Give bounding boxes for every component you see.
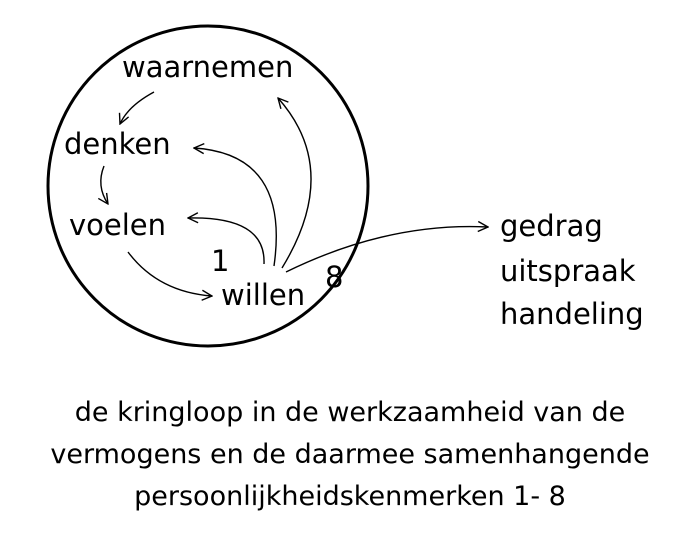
node-denken: denken [64,127,171,161]
label-1: 1 [211,244,229,278]
caption: de kringloop in de werkzaamheid van de v… [0,392,700,518]
arrow-willen-to-voelen [188,218,265,265]
node-waarnemen: waarnemen [122,50,293,84]
arrow-willen-to-gedrag [285,227,488,273]
caption-line-2: vermogens en de daarmee samenhangende [50,439,650,470]
cycle-circle [46,24,370,348]
arrow-voelen-to-willen [127,251,212,296]
node-voelen: voelen [69,208,166,242]
output-gedrag: gedrag [500,209,603,243]
label-8: 8 [325,260,343,294]
arrow-denken-to-voelen [101,165,108,204]
output-handeling: handeling [500,297,644,331]
arrow-willen-to-denken [194,148,277,267]
node-willen: willen [221,278,305,312]
output-uitspraak: uitspraak [500,254,636,288]
caption-line-1: de kringloop in de werkzaamheid van de [74,397,626,428]
arrow-waarnemen-to-denken [120,91,155,124]
arrow-willen-to-waarnemen [278,98,312,269]
caption-line-3: persoonlijkheidskenmerken 1- 8 [134,481,566,512]
